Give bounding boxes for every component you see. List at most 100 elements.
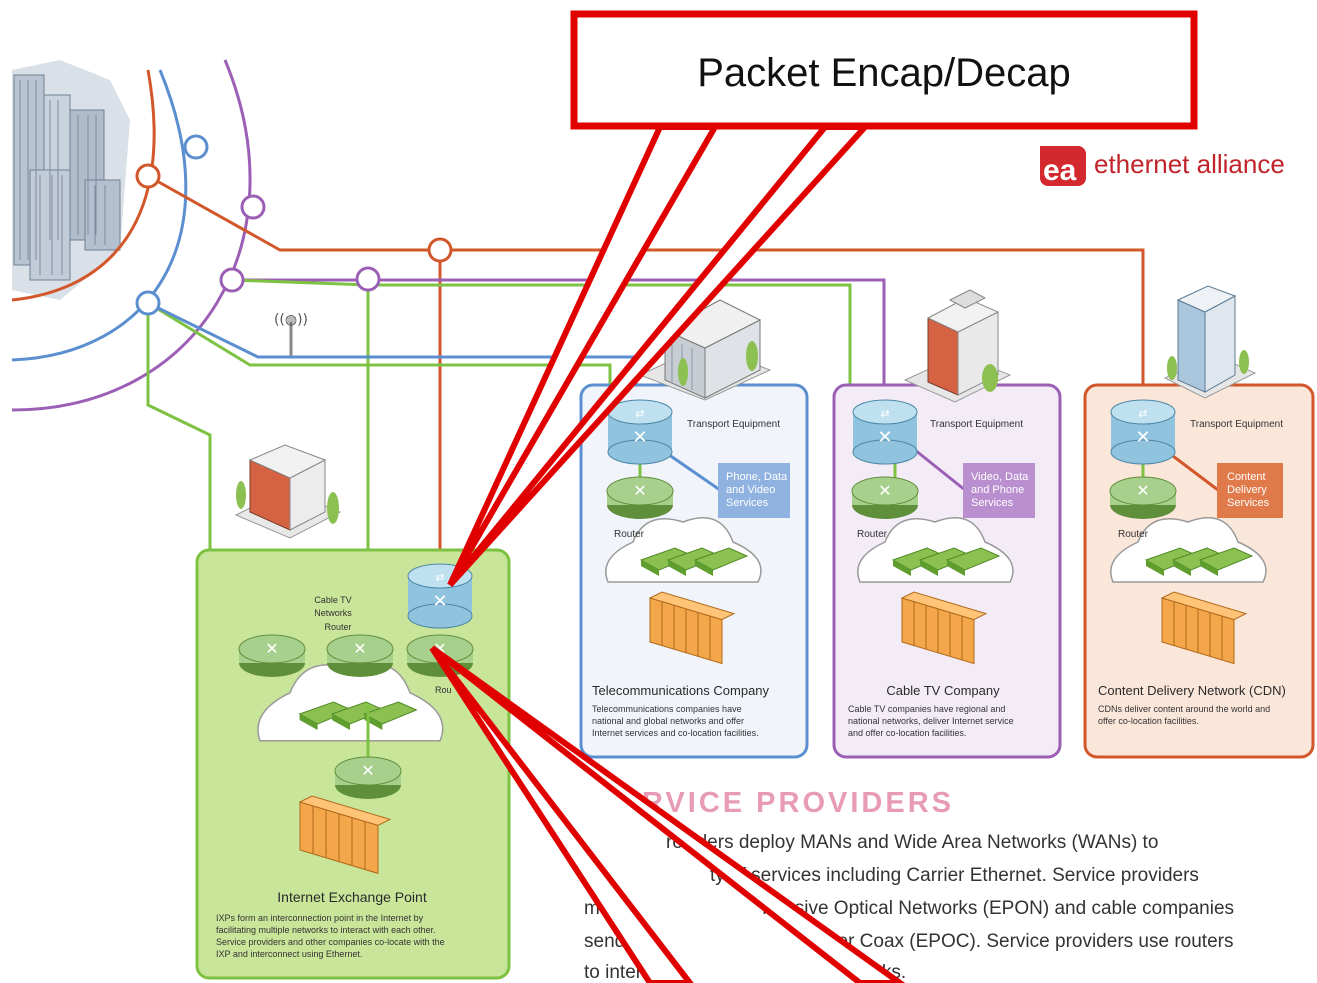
- callout-label: Packet Encap/Decap: [697, 51, 1071, 95]
- svg-text:✕: ✕: [353, 639, 366, 658]
- cable-server-rack-icon: [900, 591, 988, 665]
- svg-text:✕: ✕: [877, 427, 892, 448]
- sp-line-4: ver Coax (EPOC). Service providers use r…: [828, 931, 1233, 952]
- svg-text:✕: ✕: [361, 761, 374, 780]
- ixp-server-rack-icon: [298, 795, 392, 875]
- svg-text:⇄: ⇄: [880, 407, 889, 420]
- telecom-router-label: Router: [614, 529, 645, 540]
- blue-node: [135, 290, 161, 316]
- svg-text:⇄: ⇄: [635, 407, 644, 420]
- ixp-desc-2: facilitating multiple networks to intera…: [216, 925, 436, 935]
- cable-cloud-icon: [857, 517, 1014, 583]
- cdn-cloud-icon: [1110, 517, 1267, 583]
- sp-line-3: Passive Optical Networks (EPON) and cabl…: [762, 898, 1234, 919]
- telecom-service-1: Phone, Data: [726, 471, 788, 483]
- telecom-transport-icon: ⇄✕: [607, 399, 673, 465]
- sp-line-1: roviders deploy MANs and Wide Area Netwo…: [666, 832, 1158, 853]
- cable-text: Transport Equipment Router Video, Data a…: [848, 419, 1029, 738]
- devices: ✕✕✕⇄✕✕⇄✕✕⇄✕✕⇄✕✕: [238, 399, 1177, 799]
- ixp-title: Internet Exchange Point: [277, 889, 427, 905]
- city-skyline-illustration: [12, 60, 130, 300]
- telecom-desc-1: Telecommunications companies have: [592, 704, 742, 714]
- logo-wordmark: ethernet alliance: [1094, 149, 1285, 179]
- telecom-router-icon: ✕: [606, 476, 674, 519]
- service-providers-heading: RVICE PROVIDERS: [642, 787, 954, 819]
- sp-line-2: ty of services including Carrier Etherne…: [710, 865, 1199, 886]
- ixp-router-label: Rou: [435, 685, 452, 695]
- wireless-antenna-icon: ((◍)): [274, 312, 308, 356]
- cable-desc-1: Cable TV companies have regional and: [848, 704, 1005, 714]
- svg-text:✕: ✕: [633, 481, 646, 500]
- cdn-service-1: Content: [1227, 471, 1266, 483]
- cable-title: Cable TV Company: [886, 683, 1000, 698]
- telecom-server-rack-icon: [648, 591, 736, 665]
- blue-ring: [11, 69, 188, 362]
- cdn-transport-icon: ⇄✕: [1110, 399, 1176, 465]
- cable-desc-3: and offer co-location facilities.: [848, 728, 966, 738]
- orange-ring: [11, 69, 156, 302]
- orange-node: [427, 237, 453, 263]
- svg-text:✕: ✕: [1136, 481, 1149, 500]
- cdn-service-2: Delivery: [1227, 484, 1267, 496]
- logo-letters: ea: [1043, 154, 1077, 187]
- cable-service-2: and Phone: [971, 484, 1024, 496]
- cable-transport-label: Transport Equipment: [930, 419, 1023, 430]
- telecom-desc-2: national and global networks and offer: [592, 716, 744, 726]
- cable-router-label: Router: [857, 529, 888, 540]
- telecom-building-icon: [638, 299, 772, 401]
- cable-router-icon: ✕: [851, 476, 919, 519]
- ring-nodes: [135, 134, 453, 316]
- blue-node: [183, 134, 209, 160]
- telecom-title: Telecommunications Company: [592, 683, 770, 698]
- packet-encap-callout: Packet Encap/Decap: [429, 10, 1198, 983]
- svg-text:⇄: ⇄: [1138, 407, 1147, 420]
- svg-text:((◍)): ((◍)): [274, 312, 308, 328]
- callout-pointer-down-2: [430, 645, 906, 983]
- cable-service-1: Video, Data: [971, 471, 1029, 483]
- service-providers-section: RVICE PROVIDERS roviders deploy MANs and…: [584, 787, 1234, 983]
- ixp-desc-4: IXP and interconnect using Ethernet.: [216, 949, 362, 959]
- telecom-cloud-icon: [605, 517, 762, 583]
- telecom-service-3: Services: [726, 497, 769, 509]
- purple-node: [355, 266, 381, 292]
- callout-pointer-down-1: [429, 646, 694, 983]
- telecom-service-2: and Video: [726, 484, 775, 496]
- callout-box: [570, 10, 1198, 130]
- ixp-desc-1: IXPs form an interconnection point in th…: [216, 913, 424, 923]
- cdn-router-icon: ✕: [1109, 476, 1177, 519]
- ixp-cable-router-icon: ✕: [326, 634, 394, 677]
- svg-text:✕: ✕: [432, 591, 447, 612]
- purple-node: [240, 194, 266, 220]
- svg-text:⇄: ⇄: [435, 571, 444, 584]
- cdn-server-rack-icon: [1160, 591, 1248, 665]
- cdn-service-box: [1217, 463, 1283, 518]
- purple-ring: [11, 59, 252, 412]
- svg-text:✕: ✕: [265, 639, 278, 658]
- svg-text:✕: ✕: [1135, 427, 1150, 448]
- ixp-cable-label-1: Cable TV: [314, 595, 351, 605]
- svg-text:✕: ✕: [878, 481, 891, 500]
- orange-node: [135, 163, 161, 189]
- ixp-text: Cable TV Networks Router Rou Internet Ex…: [216, 595, 452, 959]
- cable-building-icon: [903, 289, 1012, 403]
- cable-transport-icon: ⇄✕: [852, 399, 918, 465]
- cdn-text: Transport Equipment Router Content Deliv…: [1098, 419, 1286, 726]
- network-rings: [11, 59, 252, 412]
- telecom-text: Transport Equipment Router Phone, Data a…: [592, 419, 788, 738]
- ethernet-alliance-logo: ea ethernet alliance: [1040, 146, 1285, 187]
- ixp-cable-label-2: Networks: [314, 608, 352, 618]
- cable-service-3: Services: [971, 497, 1014, 509]
- cdn-router-label: Router: [1118, 529, 1149, 540]
- cable-service-box: [963, 463, 1035, 518]
- ixp-building-icon: [234, 444, 342, 539]
- sp-frag-5: to interc: [584, 962, 652, 983]
- cdn-building-icon: [1163, 285, 1257, 399]
- telecom-desc-3: Internet services and co-location facili…: [592, 728, 759, 738]
- purple-node: [219, 267, 245, 293]
- ixp-router-icon: ✕: [238, 634, 306, 677]
- cdn-service-3: Services: [1227, 497, 1270, 509]
- cable-desc-2: national networks, deliver Internet serv…: [848, 716, 1014, 726]
- cdn-desc-1: CDNs deliver content around the world an…: [1098, 704, 1270, 714]
